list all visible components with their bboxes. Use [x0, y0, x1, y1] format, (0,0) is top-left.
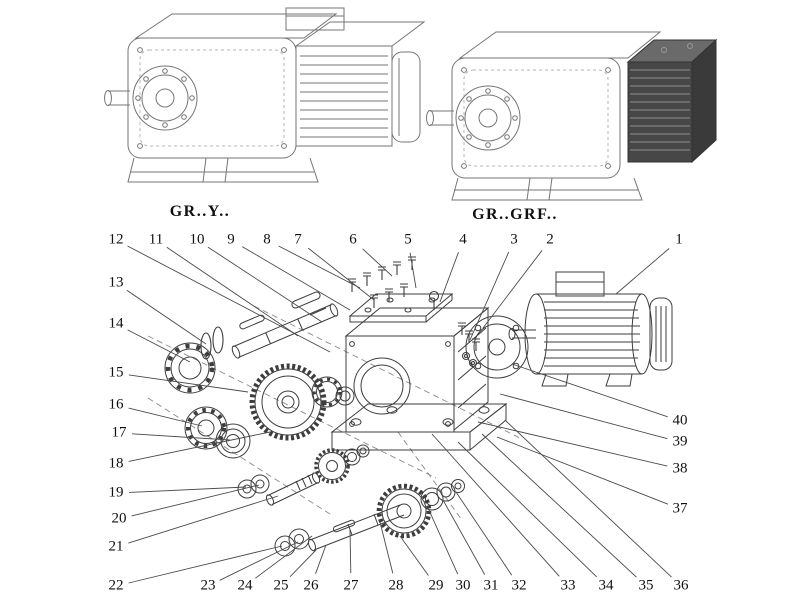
large-gear	[249, 363, 327, 441]
exploded-motor	[508, 271, 673, 387]
model-label-gr-grf: GR..GRF..	[472, 206, 558, 223]
output-shaft-group	[274, 479, 465, 557]
right-unit-brake-block	[626, 38, 718, 164]
input-ball-bearing	[164, 342, 216, 394]
gear-side-bearing	[311, 376, 355, 408]
lower-left-bearings	[184, 406, 251, 459]
housing-cover	[348, 293, 454, 323]
left-unit-drawing	[104, 7, 426, 183]
right-unit-drawing	[426, 31, 662, 201]
housing-body	[330, 306, 508, 451]
cover-bolts	[348, 256, 440, 310]
model-label-gr-y: GR..Y..	[169, 203, 231, 220]
flange-fasteners	[458, 322, 480, 368]
motor-flange	[465, 315, 529, 379]
intermediate-pinion-group	[237, 444, 370, 506]
leader-lines	[126, 245, 672, 584]
